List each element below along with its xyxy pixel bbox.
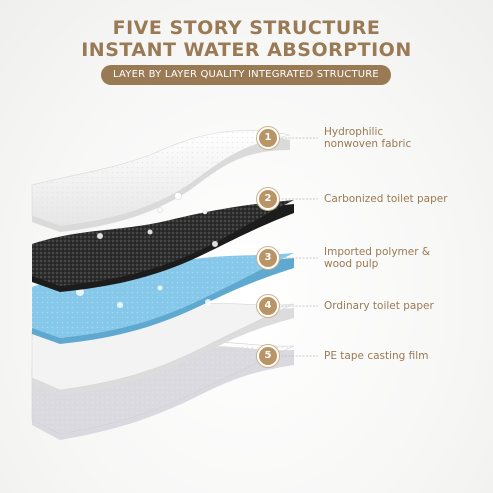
layer-4-number-badge: 4 <box>257 295 279 317</box>
layer-1-label-line-2: nonwoven fabric <box>324 138 412 150</box>
layer-3-number-badge: 3 <box>257 247 279 269</box>
layer-3-label-line-2: wood pulp <box>324 258 379 270</box>
layer-5-label: PE tape casting film <box>324 350 428 362</box>
layer-4-label: Ordinary toilet paper <box>324 300 434 312</box>
layer-2-carbonized-paper <box>32 200 294 292</box>
layer-1-label: Hydrophilic nonwoven fabric <box>324 126 411 150</box>
layer-3-label: Imported polymer & wood pulp <box>324 246 430 270</box>
headline-line-2: INSTANT WATER ABSORPTION <box>81 39 412 61</box>
layer-5-label-line-1: PE tape casting film <box>324 350 429 362</box>
layer-1-nonwoven <box>31 130 291 232</box>
connector-lines <box>278 137 318 357</box>
layer-2-number-badge: 2 <box>257 188 279 210</box>
layer-3-label-line-1: Imported polymer & <box>324 246 431 258</box>
layer-2-label: Carbonized toilet paper <box>324 193 448 205</box>
layer-1-label-line-1: Hydrophilic <box>324 126 384 138</box>
layer-5-number-badge: 5 <box>257 345 279 367</box>
layer-4-label-line-1: Ordinary toilet paper <box>324 300 434 312</box>
layer-1-number-badge: 1 <box>257 127 279 149</box>
layer-2-label-line-1: Carbonized toilet paper <box>324 193 448 205</box>
subtitle-banner: LAYER BY LAYER QUALITY INTEGRATED STRUCT… <box>101 65 391 85</box>
headline-line-1: FIVE STORY STRUCTURE <box>112 17 381 39</box>
